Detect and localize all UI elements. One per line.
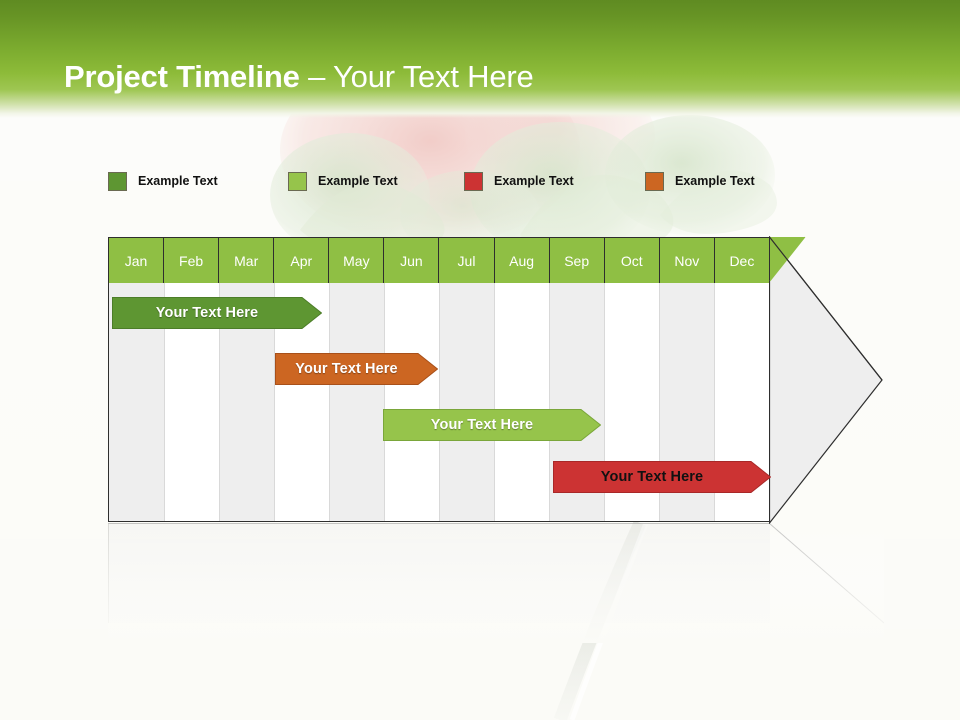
month-cell-nov[interactable]: Nov (659, 238, 715, 283)
month-cell-mar[interactable]: Mar (219, 238, 275, 283)
timeline-reflection (108, 522, 885, 643)
timeline-bar[interactable]: Your Text Here (275, 353, 438, 385)
page-title-light: Your Text Here (333, 59, 534, 94)
month-cell-jan[interactable]: Jan (109, 238, 165, 283)
timeline-bar-label: Your Text Here (430, 417, 534, 433)
legend-item[interactable]: Example Text (464, 170, 574, 192)
month-cell-sep[interactable]: Sep (549, 238, 605, 283)
legend: Example Text Example Text Example Text E… (0, 170, 960, 194)
legend-swatch-icon (288, 171, 307, 191)
timeline-bar-label: Your Text Here (600, 469, 704, 485)
page-title: Project Timeline – Your Text Here (64, 59, 534, 95)
month-cell-feb[interactable]: Feb (164, 238, 220, 283)
timeline-bar[interactable]: Your Text Here (553, 461, 771, 493)
legend-swatch-icon (645, 171, 664, 191)
timeline-bar-label: Your Text Here (155, 305, 259, 321)
timeline-bar-label: Your Text Here (295, 361, 398, 377)
timeline-bar[interactable]: Your Text Here (383, 409, 601, 441)
page-title-separator: – (308, 59, 334, 94)
timeline-arrow-head (768, 235, 884, 525)
month-cell-may[interactable]: May (329, 238, 385, 283)
month-cell-oct[interactable]: Oct (604, 238, 660, 283)
legend-item-label: Example Text (494, 174, 574, 188)
month-cell-jul[interactable]: Jul (439, 238, 495, 283)
timeline-bar[interactable]: Your Text Here (112, 297, 322, 329)
page-title-bold: Project Timeline (64, 59, 309, 94)
legend-item-label: Example Text (675, 174, 755, 188)
legend-item-label: Example Text (138, 174, 218, 188)
legend-item[interactable]: Example Text (288, 170, 398, 192)
legend-item[interactable]: Example Text (645, 170, 755, 192)
legend-swatch-icon (464, 171, 483, 191)
month-cell-aug[interactable]: Aug (494, 238, 550, 283)
legend-item[interactable]: Example Text (108, 170, 218, 192)
legend-swatch-icon (108, 171, 127, 191)
month-cell-dec[interactable]: Dec (714, 238, 769, 283)
month-cell-jun[interactable]: Jun (384, 238, 440, 283)
month-cell-apr[interactable]: Apr (274, 238, 330, 283)
legend-item-label: Example Text (318, 174, 398, 188)
